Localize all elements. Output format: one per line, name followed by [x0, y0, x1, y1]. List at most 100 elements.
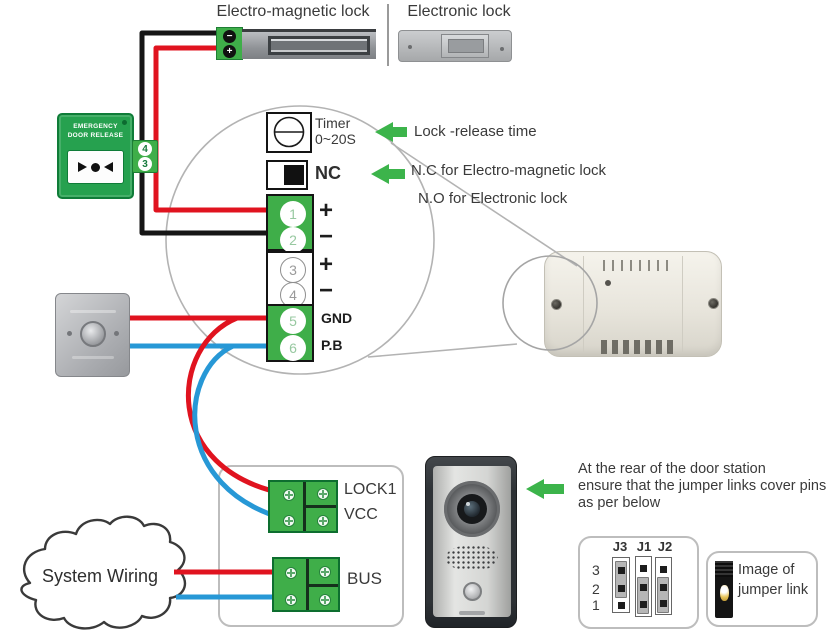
terminal-2-label: − [319, 223, 334, 250]
lock1-vcc-divider-v [303, 482, 306, 531]
module-screw-left [551, 299, 562, 310]
electro-magnetic-lock-title: Electro-magnetic lock [216, 3, 370, 20]
speaker-grille [446, 545, 498, 571]
exit-button-knob [80, 321, 106, 347]
door-note-line1: At the rear of the door station [578, 461, 766, 477]
jumper-strip-j1 [635, 556, 652, 617]
maglock-terminal-block: − + [216, 27, 243, 60]
lock-release-note: Lock -release time [414, 123, 537, 140]
wire-blue-vcc [192, 343, 286, 522]
pin-3-badge: 3 [138, 157, 152, 171]
emergency-screw [122, 120, 127, 125]
terminal-6-label: P.B [321, 337, 343, 353]
bus-screw-tl [285, 567, 297, 579]
nc-note: N.C for Electro-magnetic lock [411, 162, 607, 179]
lock1-vcc-terminal [268, 480, 338, 533]
module-screw-right [708, 298, 719, 309]
vcc-label: VCC [344, 506, 378, 523]
pin-4-badge: 4 [138, 142, 152, 156]
bus-terminal [272, 557, 340, 612]
door-station-image [425, 456, 517, 628]
terminal-1-label: + [319, 197, 334, 224]
bus-divider-v [306, 559, 309, 610]
j1-pin-3 [640, 565, 647, 572]
magnifier-line-bottom [367, 343, 518, 358]
terminal-3-label: + [319, 251, 334, 278]
exit-plate-screw-left [67, 331, 72, 336]
terminal-1: 1 [280, 201, 306, 227]
jumper-strip-j3 [612, 557, 630, 613]
strike-screw-right [500, 47, 504, 51]
jumper-col-j3: J3 [612, 539, 628, 554]
electronic-lock-image [398, 30, 512, 62]
module-bottom-vents [601, 340, 675, 354]
emergency-text-line2: DOOR RELEASE [67, 132, 124, 139]
strike-keeper [448, 39, 484, 53]
jumper-link-caption-line2: jumper link [738, 582, 809, 598]
j2-pin-1 [660, 600, 667, 607]
magnifier-big-circle [165, 105, 435, 375]
module-seam-left [583, 256, 584, 352]
terminal-seg-1-2: 1 2 [266, 194, 314, 253]
bus-divider-h [308, 584, 338, 587]
jumper-row-3: 3 [592, 562, 600, 578]
timer-dial-icon [273, 116, 305, 148]
arrow-left-icon-timer [375, 122, 407, 142]
door-note-line2: ensure that the jumper links cover pins [578, 478, 827, 494]
top-divider [387, 4, 389, 66]
bus-label: BUS [347, 569, 382, 588]
emergency-release-button-image: EMERGENCY DOOR RELEASE [57, 113, 134, 199]
maglock-plus-terminal: + [223, 45, 236, 58]
jumper-row-2: 2 [592, 581, 600, 597]
maglock-armature-plate [271, 39, 367, 52]
module-top-vents [603, 260, 675, 271]
nc-switch-box [266, 160, 308, 190]
j3-pin-3 [617, 567, 625, 574]
exit-plate-engraving-bottom [72, 356, 114, 359]
jumper-link-image [715, 561, 733, 618]
module-seam-right [682, 256, 683, 352]
jumper-link-ribs [715, 561, 733, 577]
wire-black-maglock [139, 30, 281, 236]
terminal-5: 5 [280, 308, 306, 334]
maglock-minus-terminal: − [223, 30, 236, 43]
electronic-lock-title: Electronic lock [407, 3, 511, 20]
timer-adjust-box [266, 112, 312, 153]
terminal-6: 6 [280, 335, 306, 361]
terminal-3: 3 [280, 257, 306, 283]
no-note: N.O for Electronic lock [418, 190, 568, 207]
door-note-line3: as per below [578, 495, 661, 511]
jumper-col-j1: J1 [636, 539, 652, 554]
camera-bezel [444, 481, 500, 537]
terminal-seg-5-6: 5 6 [266, 304, 314, 362]
strike-latch [441, 34, 489, 58]
jumper-col-j2: J2 [657, 539, 673, 554]
j1-jumper-cover-2-1 [637, 577, 649, 614]
arrow-right-icon [78, 162, 87, 172]
magnifier-small-circle [502, 255, 598, 351]
timer-label: Timer [315, 115, 351, 131]
arrow-left-icon [104, 162, 113, 172]
lock1-label: LOCK1 [344, 481, 397, 498]
lock1-screw-left [283, 489, 295, 501]
door-station-faceplate [433, 466, 511, 617]
bus-screw-tr [319, 566, 331, 578]
j2-pin-2 [660, 584, 667, 591]
nc-label: NC [315, 163, 341, 183]
terminal-5-label: GND [321, 310, 353, 326]
strike-screw-left [408, 45, 412, 49]
system-wiring-label: System Wiring [41, 566, 158, 586]
maglock-slot [268, 36, 370, 55]
exit-plate-screw-right [114, 331, 119, 336]
arrow-left-icon-door-station [526, 479, 564, 499]
emergency-pin-connector: 4 3 [132, 140, 158, 173]
timer-range: 0~20S [315, 131, 356, 147]
nc-switch-icon [284, 165, 304, 185]
vcc-screw-left [283, 515, 295, 527]
emergency-text-line1: EMERGENCY [73, 123, 118, 130]
emergency-press-panel [67, 150, 124, 184]
lock-module-image [544, 251, 722, 357]
exit-plate-engraving-top [70, 310, 116, 313]
vcc-screw-right [317, 515, 329, 527]
